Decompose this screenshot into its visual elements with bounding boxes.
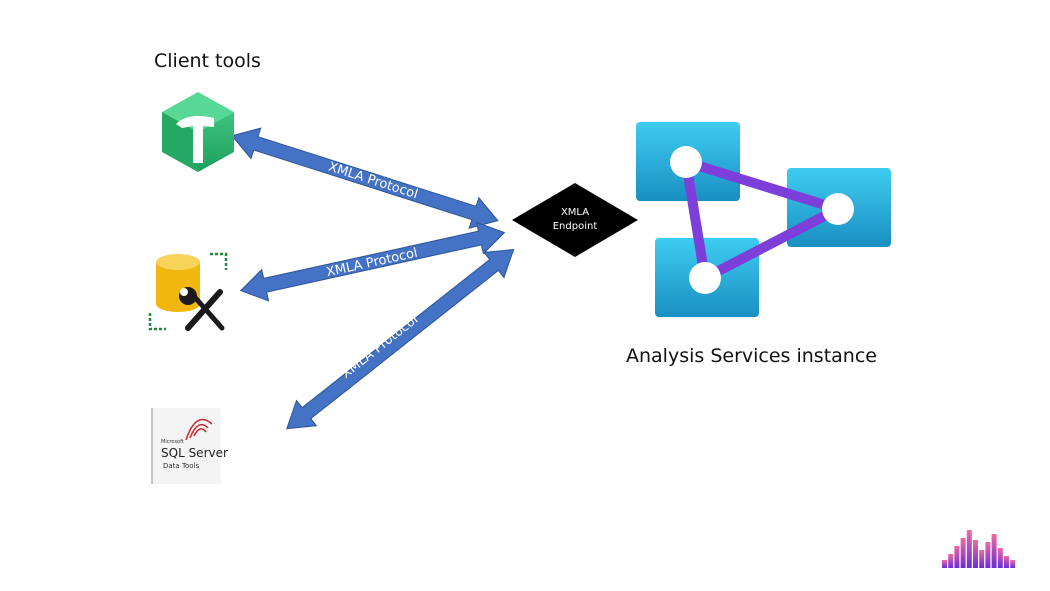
logo-bar — [985, 542, 991, 568]
corner-logo-icon — [942, 530, 1016, 568]
logo-bar — [997, 548, 1003, 568]
logo-bar — [1004, 556, 1009, 568]
analysis-services-heading: Analysis Services instance — [626, 345, 877, 367]
ssdt-brand-text: SQL Server — [161, 446, 228, 460]
cylinder-top — [156, 254, 200, 270]
cube-right — [198, 112, 234, 172]
arrow-3-label: XMLA Protocol — [339, 312, 421, 381]
sql-server-data-tools-icon: Microsoft SQL Server Data Tools — [151, 408, 228, 484]
cube-t-glyph — [176, 116, 214, 163]
as-node-2 — [822, 193, 854, 225]
arrow-1-label: XMLA Protocol — [326, 160, 419, 203]
arrow-2-label: XMLA Protocol — [325, 246, 419, 281]
cube-left — [162, 112, 198, 172]
tabular-editor-icon — [162, 92, 234, 172]
protocol-arrow-1: XMLA Protocol — [231, 127, 499, 229]
ssdt-product-text: Data Tools — [163, 462, 200, 470]
dax-studio-icon — [148, 252, 228, 331]
screwdriver-shaft — [189, 291, 225, 331]
logo-bar — [991, 534, 997, 568]
wrench-head-cut — [180, 288, 188, 296]
endpoint-diamond — [512, 183, 638, 257]
endpoint-label-line1: XMLA — [561, 207, 589, 218]
corner-bracket-bottom-left — [148, 313, 166, 331]
logo-bar — [960, 538, 966, 568]
analysis-services-icon — [636, 122, 891, 317]
as-node-3 — [689, 262, 721, 294]
logo-bar — [979, 550, 985, 568]
ssdt-microsoft-text: Microsoft — [161, 439, 184, 445]
logo-bar — [973, 540, 978, 568]
ssdt-panel — [151, 408, 221, 484]
corner-bracket-top-right — [210, 252, 228, 270]
logo-bar — [966, 530, 972, 568]
logo-bar — [942, 560, 947, 568]
arrow-1-shape — [231, 127, 499, 229]
logo-bar — [1010, 560, 1016, 568]
arrow-3-shape — [286, 248, 515, 430]
logo-bar — [954, 546, 960, 568]
arrow-2-shape — [239, 221, 506, 302]
xmla-endpoint: XMLA Endpoint — [512, 183, 638, 257]
client-tools-heading: Client tools — [154, 50, 261, 72]
endpoint-label-line2: Endpoint — [553, 221, 598, 232]
as-node-1 — [670, 146, 702, 178]
as-connector-lines — [681, 157, 843, 283]
logo-bar — [948, 554, 954, 568]
ssdt-logo-wave — [185, 418, 213, 441]
